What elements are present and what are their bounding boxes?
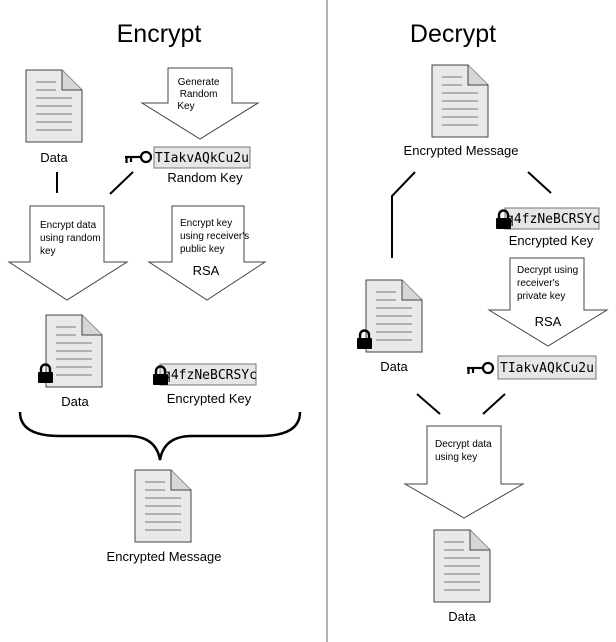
encrypted-key-value: q4fzNeBCRSYc (163, 368, 257, 383)
decrypt-encrypted-key-value: q4fzNeBCRSYc (506, 212, 600, 227)
generate-key-step: Generate Random Key (177, 77, 222, 112)
encrypt-data-arrow (7, 205, 129, 301)
key-icon (123, 150, 153, 165)
connector (416, 393, 441, 415)
document-icon (431, 64, 489, 138)
encrypted-data-label: Data (61, 394, 89, 409)
document-icon (433, 529, 491, 603)
connector (482, 393, 506, 415)
decrypt-data-arrow (403, 425, 525, 519)
encrypt-title: Encrypt (117, 20, 202, 48)
connector (527, 171, 552, 194)
random-key-box (153, 146, 251, 169)
random-key-label: Random Key (167, 170, 243, 185)
decrypt-key-arrow (487, 257, 609, 347)
encrypt-key-algorithm: RSA (193, 263, 220, 278)
document-icon (134, 469, 192, 543)
encrypted-message-input-label: Encrypted Message (404, 143, 519, 158)
encrypt-data-step: Encrypt data using random key (40, 220, 103, 257)
decrypt-key-step: Decrypt using receiver's private key (517, 265, 581, 302)
decrypt-encrypted-data-label: Data (380, 359, 408, 374)
document-icon (45, 314, 103, 388)
decrypted-data-label: Data (448, 609, 476, 624)
generate-key-arrow (140, 67, 260, 140)
encrypt-key-arrow (147, 205, 267, 301)
document-icon (365, 279, 423, 353)
connector (109, 171, 134, 195)
decrypt-title: Decrypt (410, 20, 496, 48)
data-label: Data (40, 150, 68, 165)
decrypt-data-step: Decrypt data using key (435, 439, 494, 463)
document-icon (25, 69, 83, 143)
decrypted-key-box (497, 355, 597, 380)
encrypt-key-step: Encrypt key using receiver's public key (180, 218, 252, 255)
decrypt-encrypted-key-label: Encrypted Key (509, 233, 594, 248)
padlock-icon (355, 329, 374, 351)
key-icon (465, 361, 495, 376)
padlock-icon (494, 209, 513, 231)
encrypted-key-label: Encrypted Key (167, 391, 252, 406)
combine-brace (18, 411, 302, 461)
decrypted-key-value: TIakvAQkCu2u (500, 361, 594, 376)
connector (391, 171, 416, 258)
decrypt-key-algorithm: RSA (535, 314, 562, 329)
encrypted-message-label: Encrypted Message (107, 549, 222, 564)
random-key-value: TIakvAQkCu2u (155, 151, 249, 166)
